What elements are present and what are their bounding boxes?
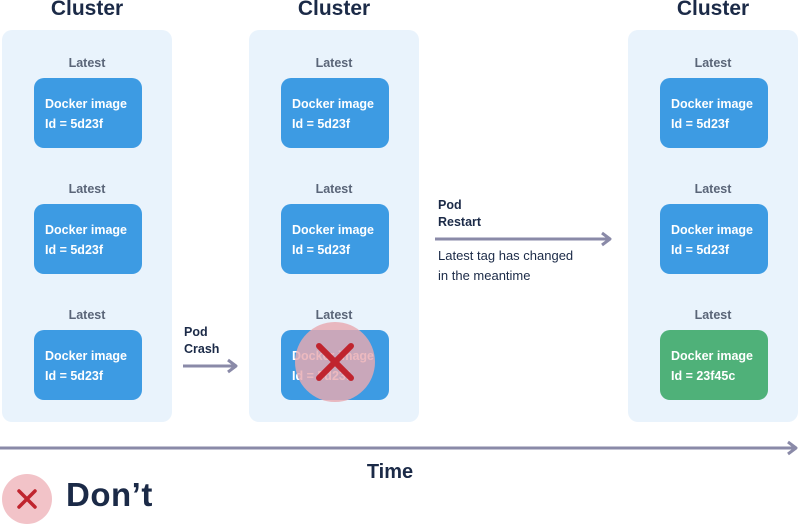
x-mark-icon (2, 474, 52, 524)
restart-note-line2: in the meantime (438, 268, 531, 283)
docker-image-label: Docker image (45, 349, 127, 363)
docker-image-card: Docker image Id = 5d23f (660, 204, 768, 274)
docker-image-label: Docker image (671, 223, 753, 237)
docker-image-id: Id = 23f45c (671, 369, 736, 383)
restart-note: Latest tag has changed in the meantime (438, 246, 573, 286)
cluster-title-1: Cluster (50, 0, 124, 20)
docker-image-id: Id = 5d23f (292, 117, 351, 131)
docker-image-card: Docker image Id = 5d23f (660, 78, 768, 148)
docker-image-label: Docker image (671, 97, 753, 111)
docker-image-card: Docker image Id = 5d23f (34, 78, 142, 148)
restart-label-line1: Pod (438, 198, 462, 212)
docker-image-label: Docker image (292, 97, 374, 111)
crash-label-line2: Crash (184, 342, 220, 356)
docker-image-id: Id = 5d23f (671, 117, 730, 131)
crash-x-icon (295, 322, 375, 402)
pod-tag: Latest (315, 308, 353, 322)
docker-image-id: Id = 5d23f (45, 117, 104, 131)
docker-image-card-changed: Docker image Id = 23f45c (660, 330, 768, 400)
pod-tag: Latest (315, 56, 353, 70)
docker-image-label: Docker image (45, 97, 127, 111)
crash-label: Pod Crash (184, 324, 219, 358)
cluster-title-2: Cluster (297, 0, 371, 20)
pod-tag: Latest (68, 56, 106, 70)
cluster-3: Latest Docker image Id = 5d23f Latest Do… (628, 30, 798, 422)
docker-image-label: Docker image (671, 349, 753, 363)
docker-image-id: Id = 5d23f (45, 369, 104, 383)
docker-image-label: Docker image (45, 223, 127, 237)
restart-arrow (435, 231, 612, 247)
pod-tag: Latest (694, 56, 732, 70)
pod-tag: Latest (694, 182, 732, 196)
docker-image-label: Docker image (292, 223, 374, 237)
time-arrow (0, 440, 798, 456)
pod-tag: Latest (68, 182, 106, 196)
pod-tag: Latest (68, 308, 106, 322)
time-axis-label: Time (366, 461, 414, 483)
cluster-title-3: Cluster (676, 0, 750, 20)
pod-tag: Latest (694, 308, 732, 322)
docker-image-card: Docker image Id = 5d23f (34, 330, 142, 400)
docker-image-card: Docker image Id = 5d23f (281, 78, 389, 148)
restart-label: Pod Restart (438, 197, 481, 231)
restart-note-line1: Latest tag has changed (438, 248, 574, 263)
pod-tag: Latest (315, 182, 353, 196)
verdict-label: Don’t (66, 476, 153, 513)
docker-image-card: Docker image Id = 5d23f (34, 204, 142, 274)
docker-image-id: Id = 5d23f (671, 243, 730, 257)
docker-image-id: Id = 5d23f (45, 243, 104, 257)
cluster-1: Latest Docker image Id = 5d23f Latest Do… (2, 30, 172, 422)
restart-label-line2: Restart (438, 215, 482, 229)
crash-label-line1: Pod (184, 325, 208, 339)
crash-arrow (183, 358, 238, 374)
docker-image-card: Docker image Id = 5d23f (281, 204, 389, 274)
docker-image-id: Id = 5d23f (292, 243, 351, 257)
